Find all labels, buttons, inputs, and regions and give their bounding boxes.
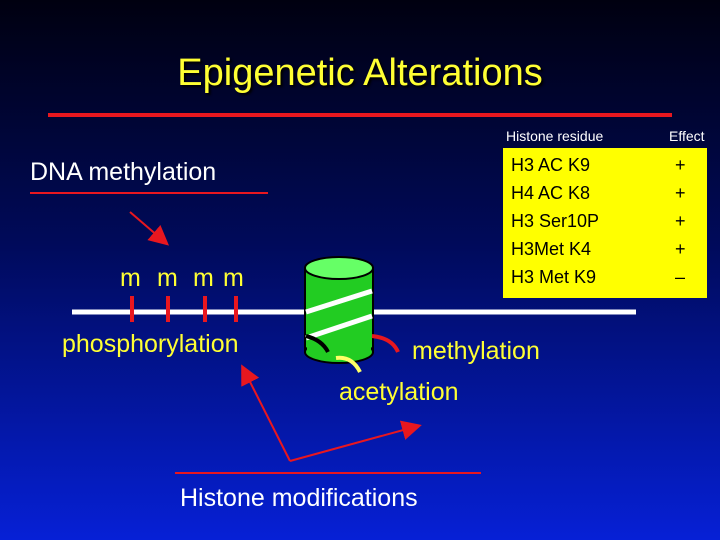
methyl-mark: m xyxy=(223,264,244,292)
effect-cell: + xyxy=(675,211,686,231)
dna-methylation-label: DNA methylation xyxy=(30,158,217,186)
residue-cell: H3Met K4 xyxy=(511,239,592,259)
title-underline xyxy=(48,113,672,117)
residue-cell: H4 AC K8 xyxy=(511,183,591,203)
histone-table: H3 AC K9 + H4 AC K8 + H3 Ser10P + H3Met … xyxy=(503,148,707,298)
methylation-label: methylation xyxy=(412,337,540,365)
methyl-mark: m xyxy=(193,264,214,292)
histone-modifications-overline xyxy=(175,472,481,474)
effect-cell: + xyxy=(675,239,686,259)
effect-cell: – xyxy=(675,267,686,287)
effect-cell: + xyxy=(675,155,686,175)
histone-mod-arrow xyxy=(241,364,291,462)
dna-methylation-underline xyxy=(30,192,268,194)
effect-cell: + xyxy=(675,183,686,203)
tail-black xyxy=(305,334,330,353)
tail-red xyxy=(371,334,400,353)
methyl-mark: m xyxy=(120,264,141,292)
slide-title: Epigenetic Alterations xyxy=(177,52,543,94)
table-header-residue: Histone residue xyxy=(506,128,604,144)
phosphorylation-label: phosphorylation xyxy=(62,330,239,358)
tail-yellow xyxy=(335,355,362,373)
acetylation-label: acetylation xyxy=(339,378,459,406)
residue-cell: H3 Ser10P xyxy=(511,211,600,231)
methyl-mark: m xyxy=(157,264,178,292)
histone-modifications-label: Histone modifications xyxy=(180,484,418,512)
dna-methylation-arrow xyxy=(129,211,170,246)
histone-cylinder xyxy=(304,256,374,364)
table-header-effect: Effect xyxy=(669,128,705,144)
residue-cell: H3 Met K9 xyxy=(511,267,597,287)
residue-cell: H3 AC K9 xyxy=(511,155,591,175)
histone-mod-arrow xyxy=(289,420,422,462)
